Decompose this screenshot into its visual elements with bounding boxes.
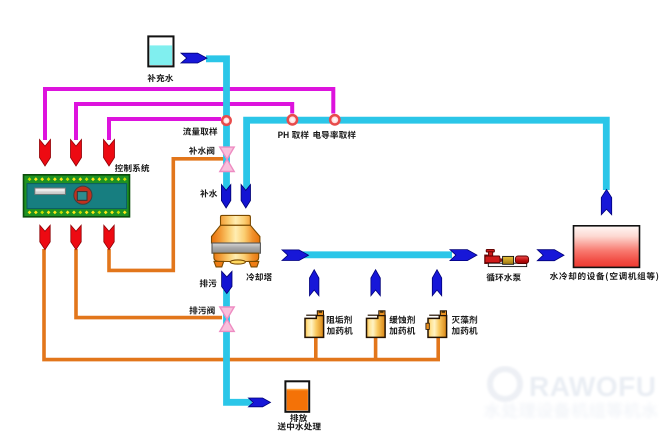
svg-text:RAWOFU: RAWOFU: [529, 371, 656, 402]
